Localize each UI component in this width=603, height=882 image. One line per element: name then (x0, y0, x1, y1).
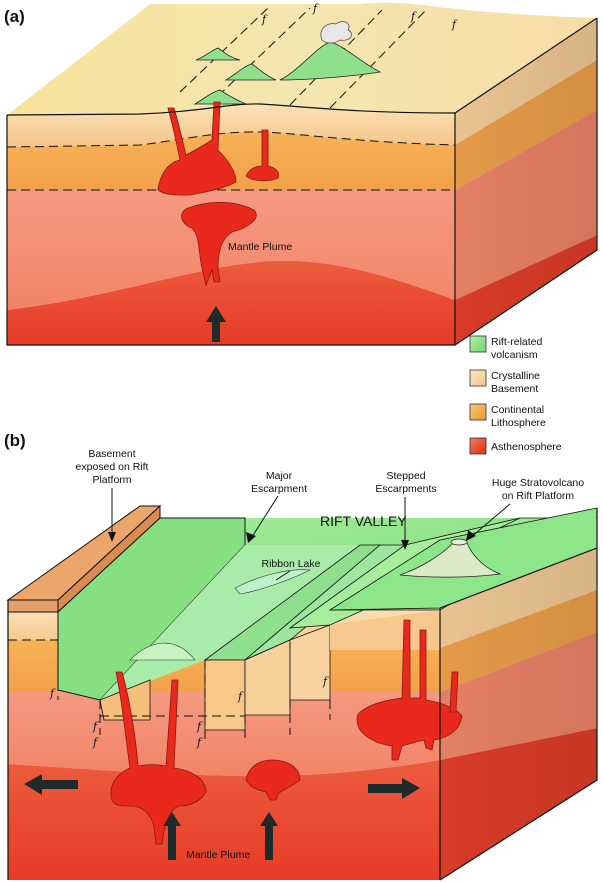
panel-b-arrows (24, 774, 420, 860)
legend-label: volcanism (491, 349, 538, 361)
stepped-label: Escarpments (375, 483, 436, 495)
panel-a-fault-label: f (410, 10, 417, 23)
panel-b-stratovolcano (399, 538, 502, 578)
panel-a-fault-lines (179, 7, 429, 109)
panel-b-valley-dome (129, 642, 196, 661)
panel-a-label: (a) (4, 7, 25, 26)
panel-b-fault-label: f (92, 736, 99, 749)
ribbon-lake-label: Ribbon Lake (262, 558, 321, 570)
panel-b-magma (110, 619, 463, 845)
escarpment-label: Major (266, 470, 293, 482)
panel-a-layer-boundary (6, 131, 456, 148)
rift-valley-label: RIFT VALLEY (320, 513, 407, 529)
volcano-label: on Rift Platform (502, 490, 575, 502)
legend-label: Basement (491, 383, 538, 395)
legend-swatch-volcanism (469, 335, 487, 353)
basement-label: exposed on Rift (76, 461, 149, 473)
panel-a-up-arrow (206, 306, 226, 342)
panel-b-fault-label: f (49, 687, 56, 700)
up-arrow (163, 812, 181, 860)
panel-b-fault-label: f (92, 720, 99, 733)
legend-label: Lithosphere (491, 417, 546, 429)
panel-b-fault-label: f (196, 736, 203, 749)
panel-b-outline (7, 508, 598, 881)
legend-label: Rift-related (491, 336, 543, 348)
panel-a-plume-label: Mantle Plume (228, 241, 292, 253)
panel-a-volcanoes (193, 21, 382, 105)
legend-swatch-lithosphere (469, 403, 487, 421)
panel-b-fault-blocks (99, 610, 440, 731)
panel-b-ribbon-lake (234, 569, 312, 595)
panel-a-top-surface (7, 2, 597, 115)
escarpment-label: Escarpment (251, 483, 307, 495)
panel-a-outline (6, 17, 598, 346)
panel-a-side-face (455, 18, 597, 345)
panel-a-fault-label: f (451, 18, 458, 31)
legend: Rift-related volcanism Crystalline Basem… (469, 335, 562, 455)
panel-b-label: (b) (4, 431, 26, 450)
legend-swatch-basement (469, 369, 487, 387)
left-arrow (24, 774, 78, 795)
panel-a-magma (157, 101, 279, 287)
panel-b-side-face (440, 548, 597, 880)
basement-label: Basement (88, 448, 135, 460)
panel-b-plume-label: Mantle Plume (186, 849, 250, 861)
panel-b-fault-label: f (196, 720, 203, 733)
up-arrow (260, 812, 278, 860)
panel-a-fault-label: f (261, 13, 268, 26)
right-arrow (368, 778, 420, 799)
basement-label: Platform (92, 474, 131, 486)
panel-b-fault-label: f (237, 690, 244, 703)
volcano-label: Huge Stratovolcano (492, 477, 584, 489)
panel-a-fault-label: f (312, 2, 319, 15)
legend-label: Asthenosphere (491, 441, 562, 453)
panel-b-fault-label: f (322, 675, 329, 688)
legend-label: Crystalline (491, 370, 540, 382)
stepped-label: Stepped (386, 470, 425, 482)
panel-b-annotations: Basement exposed on Rift Platform Major … (76, 448, 584, 581)
legend-swatch-asthenosphere (469, 437, 487, 455)
legend-label: Continental (491, 404, 544, 416)
panel-a-front-face (7, 103, 455, 345)
